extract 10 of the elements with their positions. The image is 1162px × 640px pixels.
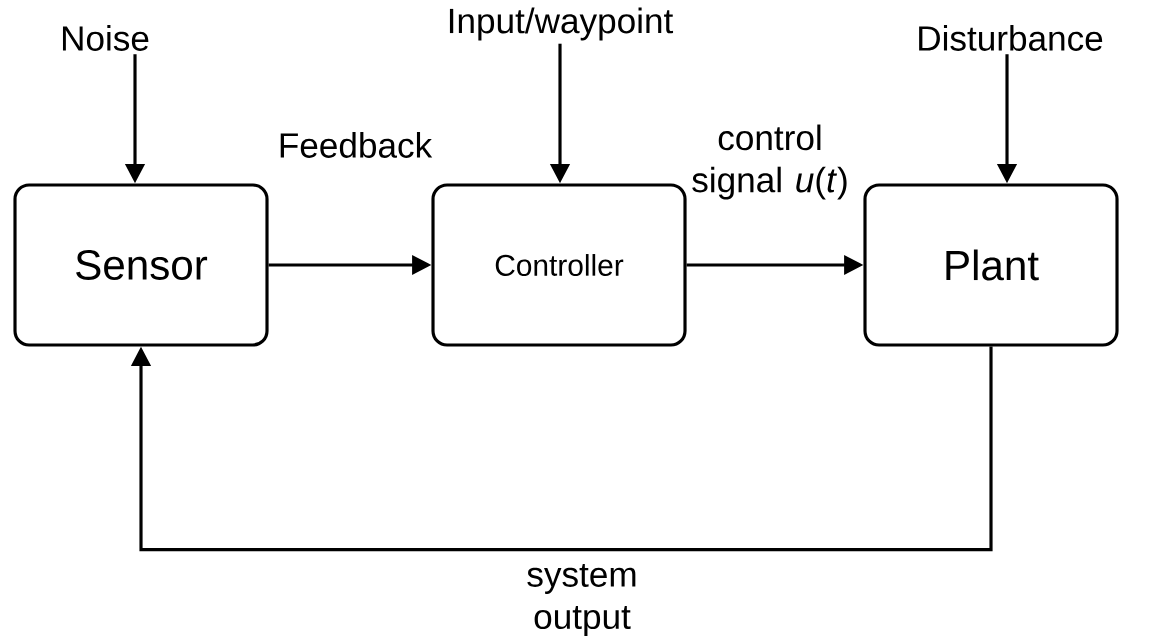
input-label: Disturbance: [919, 25, 1103, 51]
edge-label: system output: [527, 563, 636, 637]
arrow: [130, 346, 993, 552]
process-box: Controller: [431, 183, 687, 347]
edge-label: Feedback: [280, 132, 433, 158]
process-box: Plant: [863, 183, 1119, 347]
input-label: Input/waypoint: [449, 7, 674, 41]
edge-label: control signal u(t): [692, 124, 847, 200]
process-box: Sensor: [13, 183, 269, 347]
input-label: Noise: [62, 25, 149, 51]
